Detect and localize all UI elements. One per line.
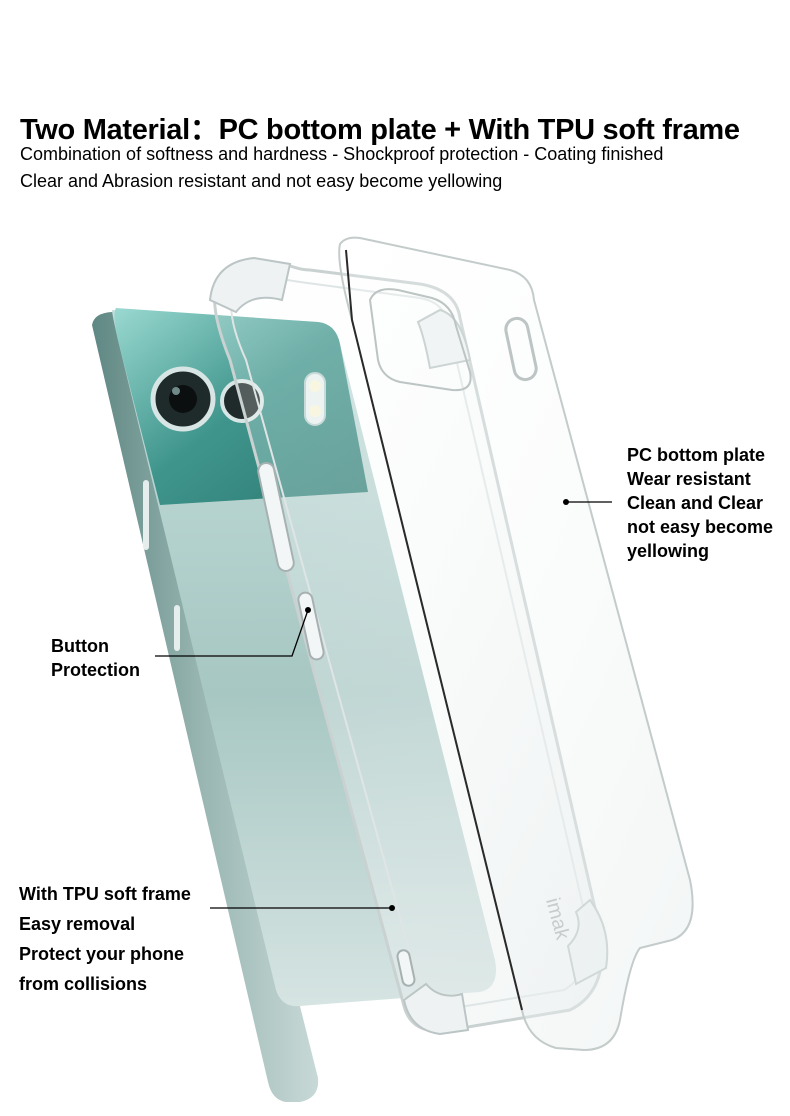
tpu-frame-callout: With TPU soft frame Easy removal Protect… <box>19 879 191 999</box>
callout-line: Protection <box>51 660 141 680</box>
pc-plate-image: imak <box>338 236 694 1052</box>
callout-line: With TPU soft frame <box>19 884 191 904</box>
pc-plate-callout: PC bottom plate Wear resistant Clean and… <box>627 443 773 563</box>
subtitle-line-2: Clear and Abrasion resistant and not eas… <box>20 171 503 191</box>
callout-line: not easy become <box>627 517 774 537</box>
subtitle-line-1: Combination of softness and hardness - S… <box>20 144 664 164</box>
leader-dots <box>305 499 569 911</box>
page-title: Two Material：PC bottom plate + With TPU … <box>20 114 740 146</box>
callout-line: PC bottom plate <box>627 445 765 465</box>
callout-line: Easy removal <box>19 914 136 934</box>
callout-line: yellowing <box>627 541 710 561</box>
leader-lines <box>155 501 612 909</box>
callout-line: Protect your phone <box>19 944 185 964</box>
callout-line: from collisions <box>19 974 148 994</box>
button-protection-callout: Button Protection <box>51 634 140 682</box>
callout-line: Clean and Clear <box>627 493 764 513</box>
callout-line: Wear resistant <box>627 469 751 489</box>
callout-line: Button <box>51 636 109 656</box>
